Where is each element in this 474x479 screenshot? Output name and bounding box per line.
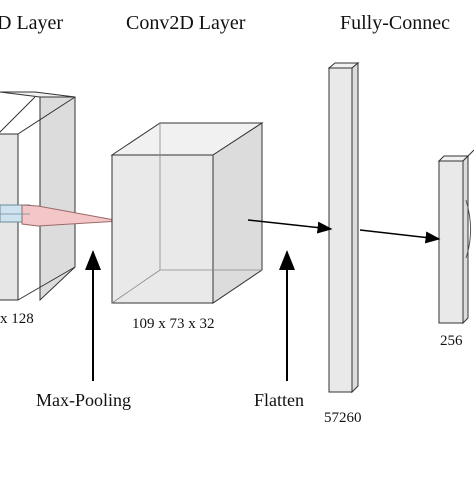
pooling-kernel: [0, 204, 121, 227]
fc-vector-57260: [327, 61, 360, 394]
conv2d-volume-side: [212, 122, 263, 304]
kernel-pink-cone: [21, 204, 121, 227]
flatten-label: Flatten: [254, 390, 304, 410]
conv2d-volume: [110, 122, 264, 304]
arrow-conv-to-fc: [247, 219, 333, 234]
fully-connected-title: Fully-Connec: [340, 12, 450, 34]
max-pooling-label: Max-Pooling: [36, 390, 132, 410]
fc2-size: 256: [440, 333, 463, 349]
conv2d-volume-front: [111, 154, 214, 304]
arrow-fc-to-fc: [359, 229, 441, 244]
conv2d-dims: 109 x 73 x 32: [132, 316, 215, 332]
left-layer-dims: x 128: [0, 311, 34, 327]
conv2d-layer-title: Conv2D Layer: [126, 12, 246, 34]
fc-vector-256: [437, 149, 474, 325]
left-layer-title: D Layer: [0, 12, 64, 34]
left-layer-volume: [0, 91, 76, 302]
fc1-size: 57260: [324, 410, 362, 426]
left-volume-top: [0, 91, 76, 98]
